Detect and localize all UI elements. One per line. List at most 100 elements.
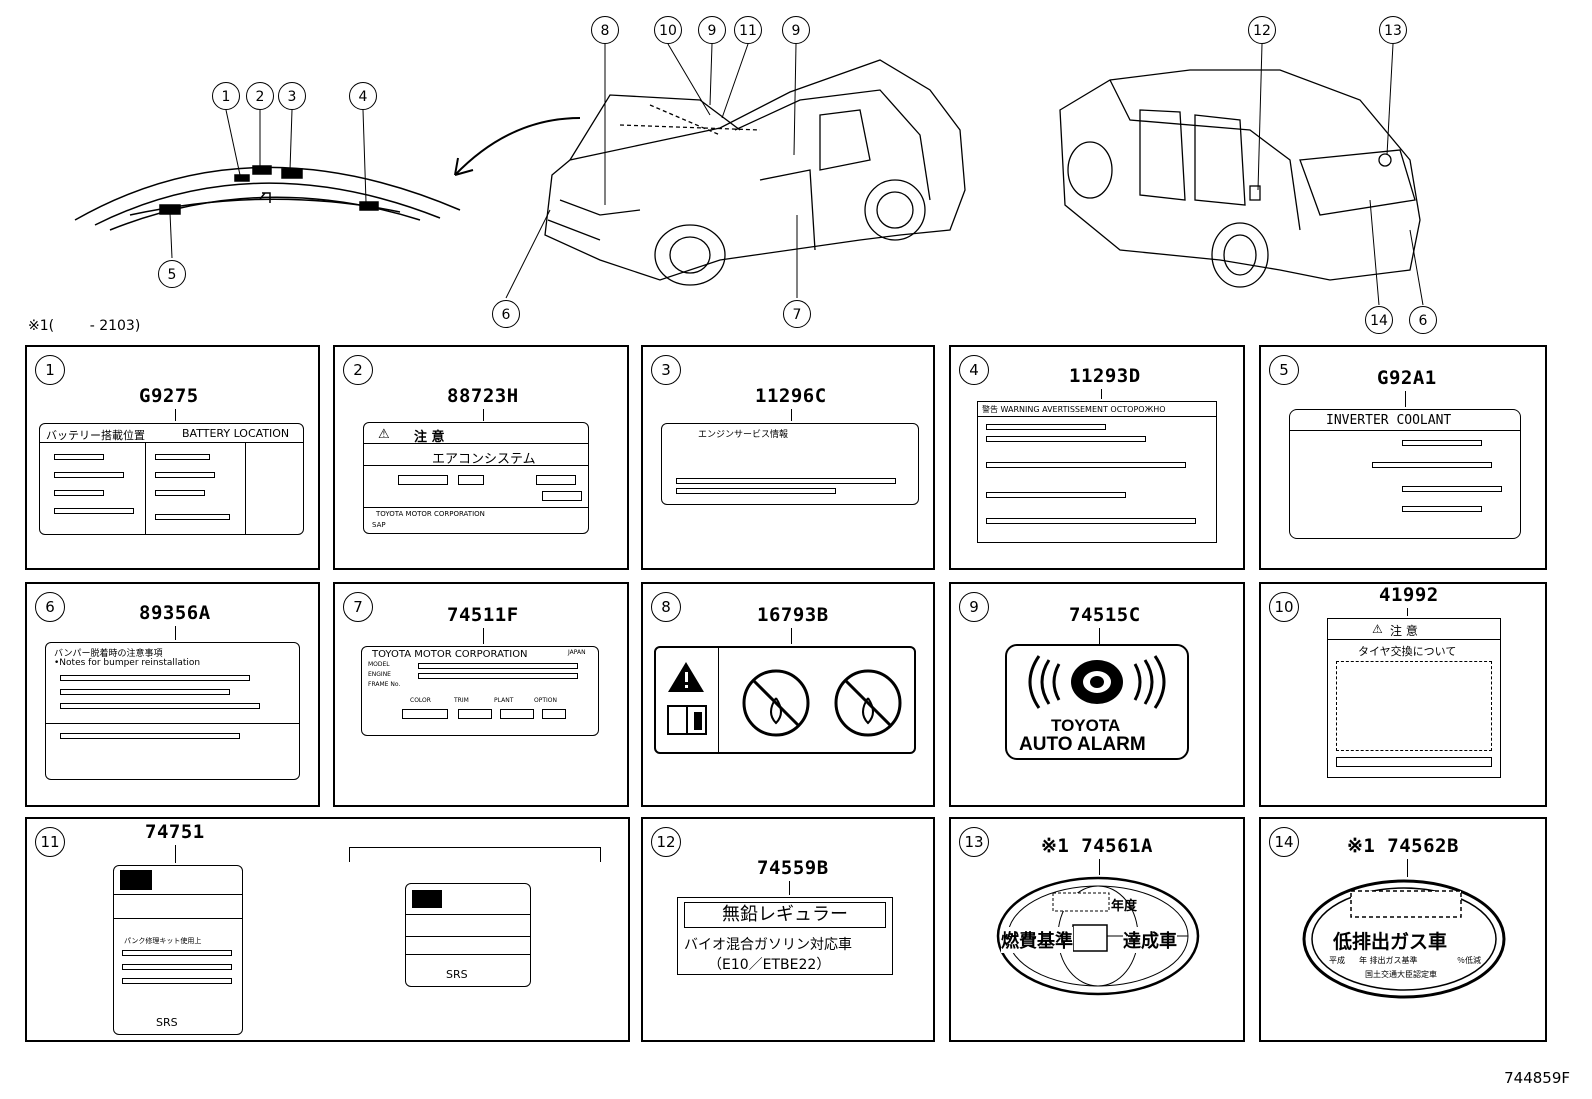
top-illustrations (74, 43, 1424, 306)
label-auto-alarm-text: AUTO ALARM (1019, 734, 1146, 755)
label-unleaded: 無鉛レギュラー (684, 902, 886, 928)
label-title-jp: バッテリー搭載位置 (46, 429, 145, 442)
part-number: G9275 (139, 385, 199, 407)
part-number: ※1 74562B (1347, 835, 1459, 857)
label-model: MODEL (368, 661, 390, 668)
label-tire: タイヤ交換について (1358, 645, 1457, 658)
label-reduction: ％低減 (1457, 956, 1481, 965)
panel-number: 9 (959, 592, 989, 622)
front-car-drawing (544, 59, 966, 286)
callout-9a: 9 (698, 16, 726, 44)
panel-13: 13 ※1 74561A 年度 燃費基準 達成車 (949, 817, 1245, 1042)
label-srs: SRS (156, 1016, 178, 1029)
part-number: 74751 (145, 821, 205, 843)
label-auto-alarm: TOYOTA AUTO ALARM (1005, 644, 1189, 760)
label-fuel-type: 無鉛レギュラー バイオ混合ガソリン対応車 （E10／ETBE22） (677, 897, 893, 975)
label-color: COLOR (410, 697, 431, 704)
part-number: 74511F (447, 604, 519, 626)
panel-7: 7 74511F TOYOTA MOTOR CORPORATION JAPAN … (333, 582, 629, 807)
label-hood-warning (654, 646, 916, 754)
label-title-jp: バンパー脱着時の注意事項 (54, 649, 163, 659)
label-warning: 警告 WARNING AVERTISSEMENT ОСТОРОЖНО (977, 401, 1217, 543)
label-japan: JAPAN (568, 649, 586, 656)
label-aircon-system: 注 意 ⚠ エアコンシステム TOYOTA MOTOR CORPORATION … (363, 422, 589, 534)
engine-bay-diagram (74, 117, 581, 231)
callout-11: 11 (734, 16, 762, 44)
label-year: 年度 (1111, 899, 1138, 914)
label-tire-pressure-b: SRS (405, 883, 531, 987)
callout-3: 3 (278, 82, 306, 110)
part-number: 74559B (757, 857, 829, 879)
note-line: ※1( - 2103) (28, 318, 141, 334)
label-bumper-notes: バンパー脱着時の注意事項 •Notes for bumper reinstall… (45, 642, 300, 780)
rear-car-drawing (1059, 69, 1421, 288)
label-battery-location: バッテリー搭載位置 BATTERY LOCATION (39, 423, 304, 535)
label-caution: 注 意 (1390, 624, 1418, 638)
part-number: 11296C (755, 385, 827, 407)
callout-14: 14 (1365, 306, 1393, 334)
callout-6: 6 (492, 300, 520, 328)
figure-id: 744859F (1504, 1069, 1570, 1087)
panel-number: 14 (1269, 827, 1299, 857)
callout-9b: 9 (782, 16, 810, 44)
label-engine-service: エンジンサービス情報 (661, 423, 919, 505)
callout-1: 1 (212, 82, 240, 110)
panel-9: 9 74515C TOYOTA AUTO ALARM (949, 582, 1245, 807)
panel-number: 4 (959, 355, 989, 385)
panel-number: 12 (651, 827, 681, 857)
panel-number: 7 (343, 592, 373, 622)
panel-3: 3 11296C エンジンサービス情報 (641, 345, 935, 570)
label-achieved: 達成車 (1123, 927, 1177, 953)
panel-1: 1 G9275 バッテリー搭載位置 BATTERY LOCATION (25, 345, 320, 570)
callout-6b: 6 (1409, 306, 1437, 334)
panel-11: 11 74751 パンク修理キット使用上 SRS SRS (25, 817, 630, 1042)
part-number: 41992 (1379, 584, 1439, 606)
panel-12: 12 74559B 無鉛レギュラー バイオ混合ガソリン対応車 （E10／ETBE… (641, 817, 935, 1042)
low-emission-emblem (1302, 879, 1506, 999)
label-warning-title: 警告 WARNING AVERTISSEMENT ОСТОРОЖНО (982, 405, 1166, 414)
panel-8: 8 16793B (641, 582, 935, 807)
panel-number: 2 (343, 355, 373, 385)
panel-2: 2 88723H 注 意 ⚠ エアコンシステム TOYOTA MOTOR COR… (333, 345, 629, 570)
label-option: OPTION (534, 697, 557, 704)
callout-13: 13 (1379, 16, 1407, 44)
part-number: 88723H (447, 385, 519, 407)
label-heisei: 平成 (1329, 956, 1345, 965)
label-aircon: エアコンシステム (432, 452, 536, 467)
label-tire-pressure-a: パンク修理キット使用上 SRS (113, 865, 243, 1035)
label-caution: 注 意 (414, 430, 445, 445)
part-number: G92A1 (1377, 367, 1437, 389)
label-inverter-coolant: INVERTER COOLANT (1289, 409, 1521, 539)
alarm-icon (1028, 655, 1166, 709)
panel-5: 5 G92A1 INVERTER COOLANT (1259, 345, 1547, 570)
panel-number: 13 (959, 827, 989, 857)
label-e10: （E10／ETBE22） (708, 957, 831, 973)
panel-number: 11 (35, 827, 65, 857)
label-emission-std: 年 排出ガス基準 (1359, 956, 1418, 965)
label-bio-fuel: バイオ混合ガソリン対応車 (684, 937, 852, 953)
label-fuel-standard: 燃費基準 (1001, 927, 1073, 953)
part-number: 74515C (1069, 604, 1141, 626)
callout-8: 8 (591, 16, 619, 44)
warning-pictograms (667, 662, 902, 737)
panel-number: 1 (35, 355, 65, 385)
callout-5: 5 (158, 260, 186, 288)
label-title-en: BATTERY LOCATION (182, 427, 290, 440)
label-puncture: パンク修理キット使用上 (124, 937, 202, 945)
callout-10: 10 (654, 16, 682, 44)
callout-12: 12 (1248, 16, 1276, 44)
panel-10: 10 41992 注 意 ⚠ タイヤ交換について (1259, 582, 1547, 807)
part-number: 89356A (139, 602, 211, 624)
part-number: ※1 74561A (1041, 835, 1153, 857)
panel-number: 5 (1269, 355, 1299, 385)
label-frame: FRAME No. (368, 681, 401, 688)
label-toyota: TOYOTA (1051, 716, 1121, 735)
callout-2: 2 (246, 82, 274, 110)
label-plant: PLANT (494, 697, 514, 704)
label-low-emission: 低排出ガス車 (1333, 931, 1448, 953)
label-trim: TRIM (454, 697, 469, 704)
label-title-en: •Notes for bumper reinstallation (54, 658, 201, 668)
panel-4: 4 11293D 警告 WARNING AVERTISSEMENT ОСТОРО… (949, 345, 1245, 570)
label-corp: TOYOTA MOTOR CORPORATION (376, 510, 485, 518)
panel-number: 3 (651, 355, 681, 385)
